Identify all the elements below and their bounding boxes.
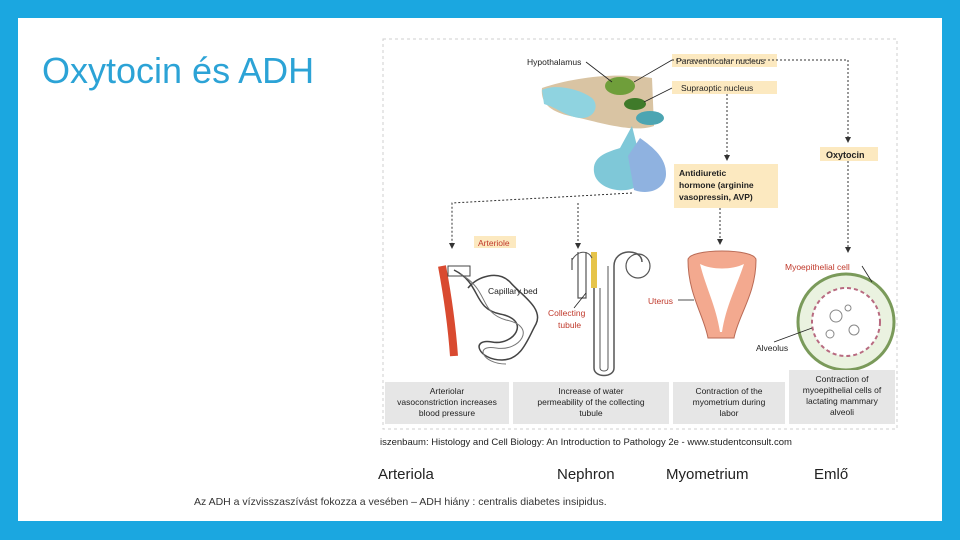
effect-myoepithelial-4: alveoli [830, 407, 854, 417]
effect-myoepithelial-2: myoepithelial cells of [803, 385, 882, 395]
effect-myometrium-2: myometrium during [693, 397, 766, 407]
label-hypothalamus: Hypothalamus [527, 57, 581, 67]
effect-arteriolar-3: blood pressure [419, 408, 476, 418]
footnote: Az ADH a vízvisszaszívást fokozza a vesé… [194, 496, 607, 508]
label-uterus: Uterus [648, 296, 673, 306]
hormone-diagram: Hypothalamus Paraventricular nucleus Sup… [382, 38, 898, 432]
caption-emlo: Emlő [814, 466, 848, 483]
label-arteriole: Arteriole [478, 238, 510, 248]
label-supraoptic: Supraoptic nucleus [681, 83, 753, 93]
label-collecting-1: Collecting [548, 308, 586, 318]
effect-myometrium-1: Contraction of the [695, 386, 762, 396]
effect-water-2: permeability of the collecting [537, 397, 645, 407]
effect-myoepithelial-1: Contraction of [816, 374, 870, 384]
slide-title: Oxytocin és ADH [42, 50, 314, 92]
caption-arteriola: Arteriola [378, 466, 434, 483]
label-adh-1: Antidiuretic [679, 168, 726, 178]
label-collecting-2: tubule [558, 320, 581, 330]
effect-arteriolar-1: Arteriolar [430, 386, 465, 396]
effect-arteriolar-2: vasoconstriction increases [397, 397, 497, 407]
supraoptic-nucleus-shape [624, 98, 646, 110]
label-oxytocin: Oxytocin [826, 150, 865, 160]
figure-credit: iszenbaum: Histology and Cell Biology: A… [380, 437, 792, 448]
label-paraventricular: Paraventricular nucleus [676, 56, 765, 66]
nucleus-teal-shape [636, 111, 664, 125]
label-alveolus: Alveolus [756, 343, 788, 353]
effect-water-3: tubule [579, 408, 602, 418]
effect-water-1: Increase of water [558, 386, 623, 396]
caption-nephron: Nephron [557, 466, 615, 483]
caption-myometrium: Myometrium [666, 466, 749, 483]
label-myoepithelial: Myoepithelial cell [785, 262, 850, 272]
effect-myoepithelial-3: lactating mammary [806, 396, 879, 406]
label-adh-3: vasopressin, AVP) [679, 192, 753, 202]
effect-myometrium-3: labor [720, 408, 739, 418]
label-adh-2: hormone (arginine [679, 180, 754, 190]
label-capillary-bed: Capillary bed [488, 286, 538, 296]
alveolus-illustration [798, 274, 894, 370]
